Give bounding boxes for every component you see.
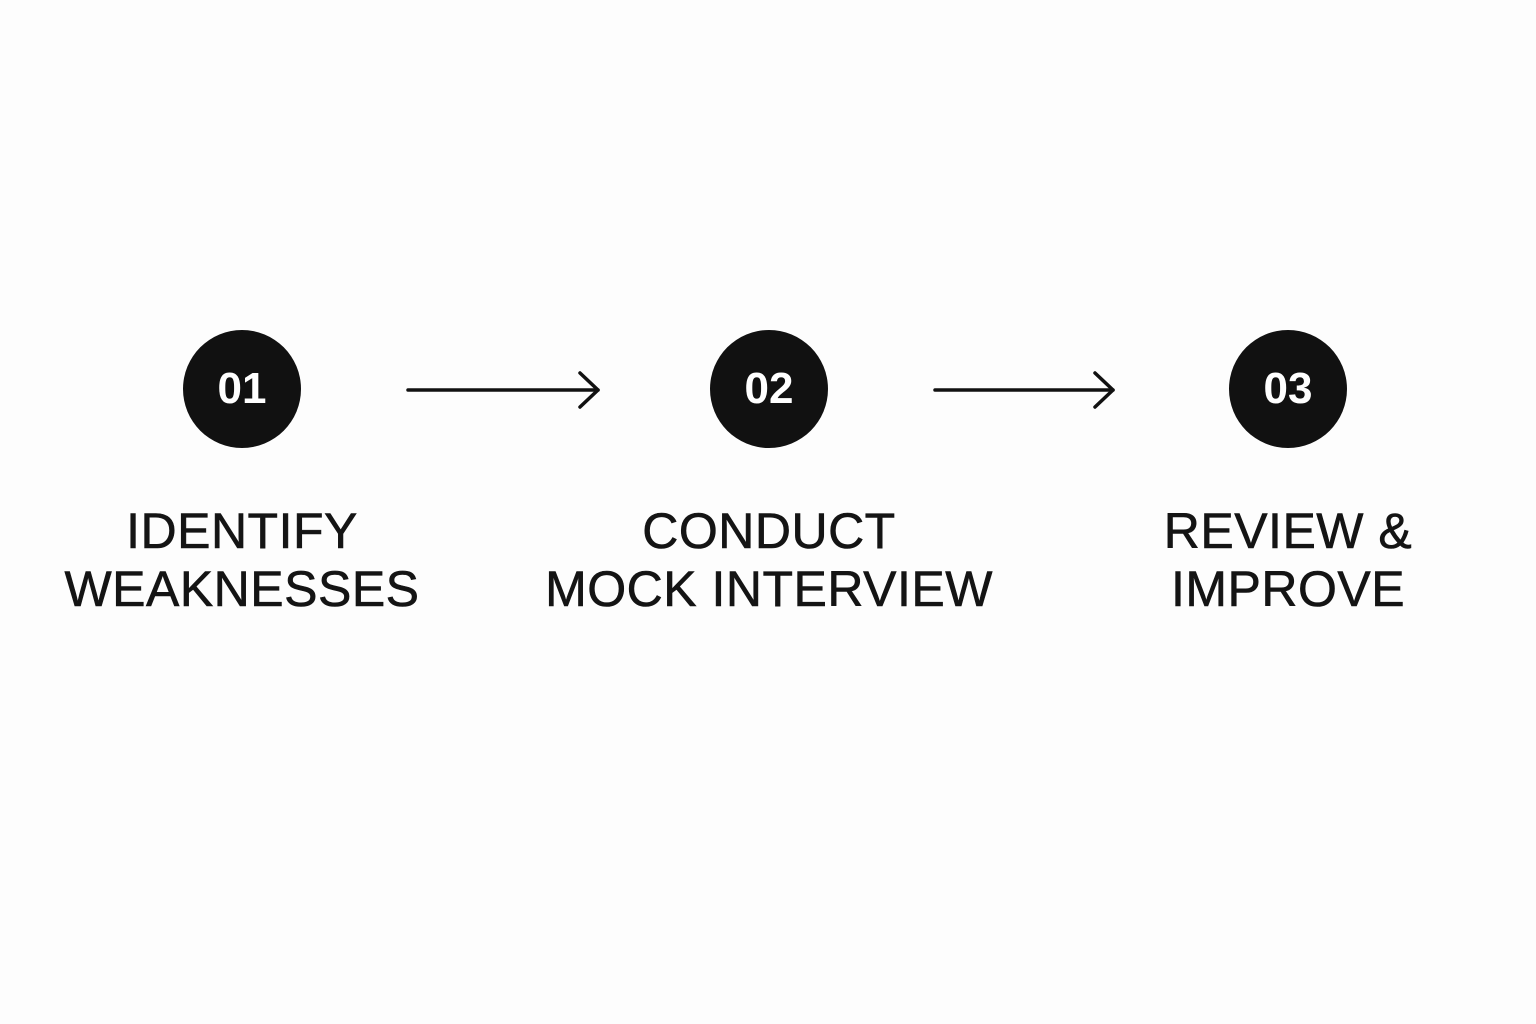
- step-2-label: CONDUCT MOCK INTERVIEW: [539, 502, 999, 618]
- step-3-label: REVIEW & IMPROVE: [1058, 502, 1518, 618]
- step-3-number-badge: 03: [1229, 330, 1347, 448]
- arrow-right-icon: [406, 370, 602, 410]
- step-1-label: IDENTIFY WEAKNESSES: [12, 502, 472, 618]
- step-1-number-badge: 01: [183, 330, 301, 448]
- step-3: 03 REVIEW & IMPROVE: [1058, 330, 1518, 630]
- step-2-label-line-1: CONDUCT: [642, 503, 896, 560]
- arrow-right-icon: [933, 370, 1117, 410]
- step-1-label-line-1: IDENTIFY: [126, 503, 358, 560]
- step-3-label-line-2: IMPROVE: [1170, 561, 1406, 618]
- step-2-label-line-2: MOCK INTERVIEW: [545, 561, 993, 618]
- step-2-number-badge: 02: [710, 330, 828, 448]
- step-3-label-line-1: REVIEW &: [1163, 503, 1413, 560]
- step-2: 02 CONDUCT MOCK INTERVIEW: [539, 330, 999, 630]
- step-1: 01 IDENTIFY WEAKNESSES: [12, 330, 472, 630]
- step-1-label-line-2: WEAKNESSES: [64, 561, 420, 618]
